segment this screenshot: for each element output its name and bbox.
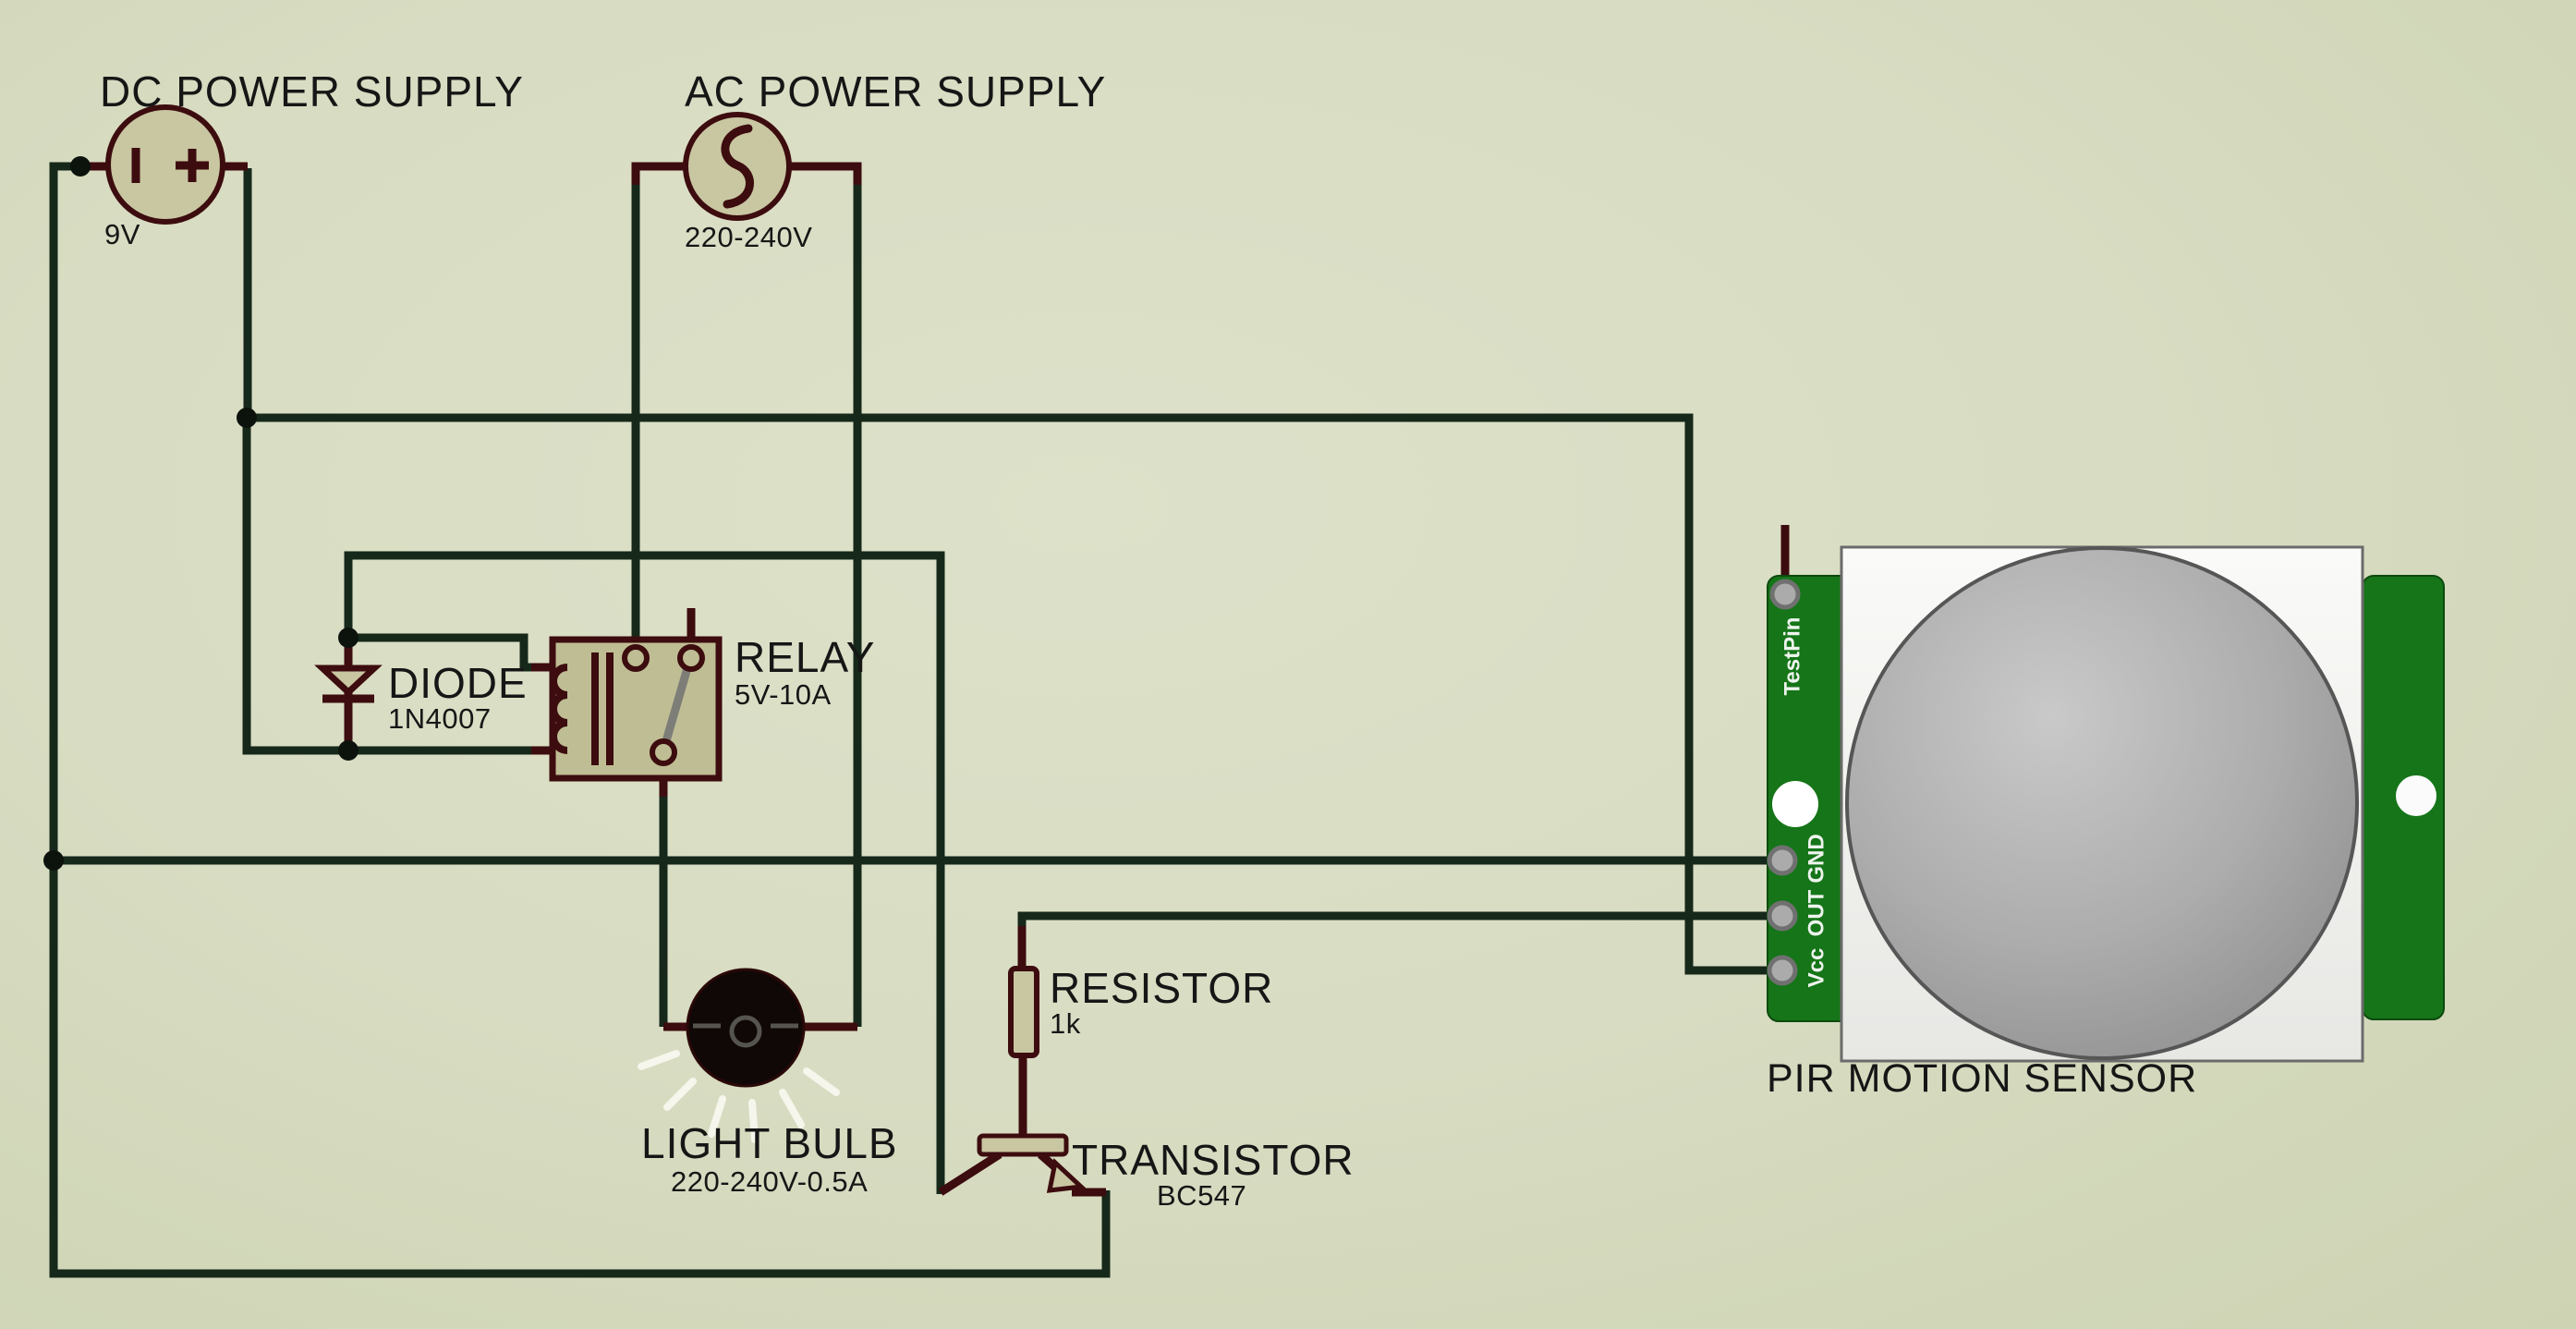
relay-value: 5V-10A	[735, 678, 832, 711]
ac-power-supply-symbol	[683, 112, 792, 221]
relay-terminal-common	[650, 738, 677, 766]
pir-pin-label-vcc: Vcc	[1804, 948, 1829, 988]
lead-ac-left	[631, 162, 687, 185]
pir-pad-testpin	[1769, 579, 1801, 610]
pir-sensor: TestPin GND OUT Vcc	[1767, 545, 2445, 1063]
wire-vcc-line	[247, 413, 1779, 975]
diode-value: 1N4007	[388, 702, 492, 735]
light-ray	[779, 1089, 805, 1128]
junction-dot	[338, 628, 358, 648]
light-bulb-label: LIGHT BULB	[641, 1119, 898, 1167]
light-bulb-value: 220-240V-0.5A	[671, 1165, 869, 1198]
pir-pin-label-out: OUT	[1804, 889, 1829, 936]
dc-supply-value: 9V	[104, 218, 140, 250]
pir-pads	[1767, 579, 1801, 986]
transistor-base-bar	[977, 1133, 1069, 1157]
filament-loop	[729, 1015, 762, 1048]
ac-supply-label: AC POWER SUPPLY	[685, 67, 1107, 116]
wire-coil-top-feed	[348, 633, 534, 672]
junction-dots	[43, 156, 358, 871]
transistor-symbol	[977, 1133, 1087, 1193]
light-ray	[748, 1099, 759, 1143]
ac-sine-symbol	[721, 124, 754, 209]
relay-switch-arm	[659, 660, 694, 752]
pir-pad-vcc	[1767, 955, 1798, 986]
wire-to-coil-bottom	[242, 418, 534, 755]
light-ray	[803, 1067, 840, 1096]
transistor-value: BC547	[1157, 1179, 1247, 1212]
dc-supply-label: DC POWER SUPPLY	[100, 67, 524, 116]
diode-label: DIODE	[388, 659, 528, 707]
wire-relay-drive	[344, 551, 945, 1194]
pir-pad-out	[1767, 900, 1798, 932]
pir-pad-gnd	[1767, 845, 1798, 876]
light-rays	[638, 1050, 840, 1143]
pir-pin-label-testpin: TestPin	[1780, 617, 1805, 696]
light-ray	[638, 1050, 680, 1070]
light-bulb-symbol	[638, 968, 840, 1143]
light-ray	[708, 1095, 726, 1138]
junction-dot	[338, 740, 358, 761]
junction-dot	[70, 156, 91, 177]
dc-plus-symbol	[176, 149, 209, 182]
pir-pin-label-gnd: GND	[1804, 834, 1829, 883]
lead-transistor-collector	[938, 1151, 1002, 1196]
wires	[49, 162, 1779, 1278]
relay-coil	[550, 664, 568, 754]
relay-label: RELAY	[735, 633, 876, 681]
diode-symbol	[314, 664, 383, 703]
pir-mounting-hole-left	[1772, 781, 1818, 827]
junction-dot	[43, 850, 64, 871]
relay-symbol	[549, 636, 723, 782]
pir-sensor-label: PIR MOTION SENSOR	[1767, 1056, 2198, 1101]
dc-power-supply-symbol	[105, 104, 225, 225]
relay-terminal-no	[677, 644, 705, 672]
dc-supply-circle	[105, 104, 225, 225]
pir-pin-labels: TestPin GND OUT Vcc	[1780, 617, 1829, 988]
junction-dot	[237, 408, 257, 428]
transistor-label: TRANSISTOR	[1072, 1136, 1355, 1184]
resistor-label: RESISTOR	[1050, 964, 1274, 1012]
lead-ac-right	[789, 162, 862, 185]
resistor-body	[1008, 966, 1039, 1058]
bulb-globe	[686, 968, 806, 1088]
diode-triangle	[314, 664, 383, 697]
relay-terminal-nc	[622, 644, 650, 672]
resistor-value: 1k	[1050, 1007, 1081, 1040]
ac-supply-value: 220-240V	[685, 221, 813, 253]
light-ray	[663, 1078, 697, 1111]
relay-core-lines	[591, 652, 614, 765]
bulb-filament	[693, 1015, 798, 1048]
transistor-emitter-arrow	[1046, 1158, 1087, 1193]
pir-mounting-hole-right	[2396, 775, 2436, 816]
wire-dc-negative-loop	[49, 162, 1111, 1278]
wire-out-line	[1017, 911, 1779, 930]
pir-fresnel-dome	[1845, 546, 2359, 1060]
